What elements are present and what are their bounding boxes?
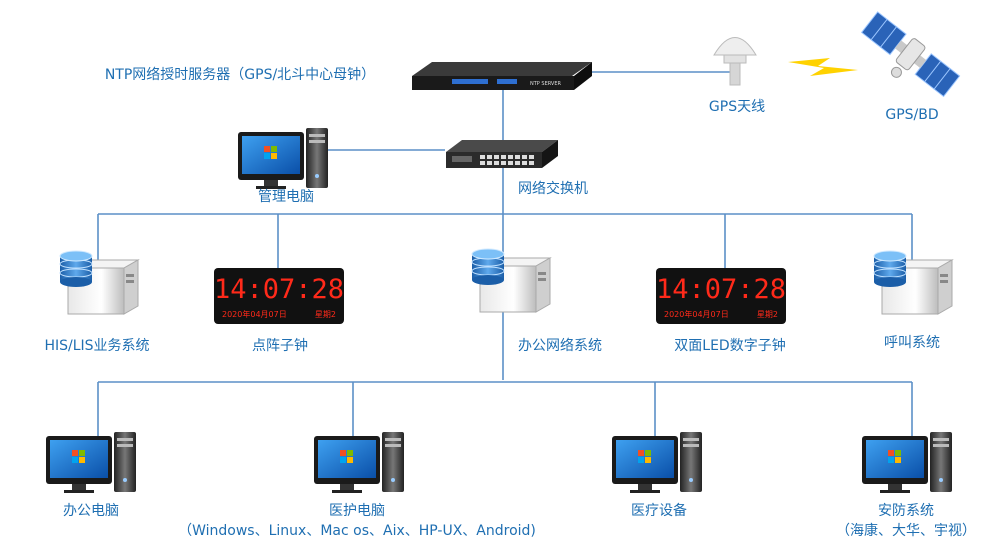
clock-time: 14:07:28: [656, 274, 786, 305]
desktop-pc-icon: [238, 128, 328, 189]
desktop-pc-icon: [46, 432, 136, 493]
server-panel-text: NTP SERVER: [530, 81, 562, 87]
clock-date: 2020年04月07日: [664, 309, 729, 319]
gps-antenna-label: GPS天线: [709, 98, 765, 116]
satellite-icon: [852, 10, 960, 108]
medical-equipment-label: 医疗设备: [631, 502, 687, 520]
gps-bd-label: GPS/BD: [885, 106, 938, 124]
office-pc-label: 办公电脑: [63, 502, 119, 520]
clock-time: 14:07:28: [214, 274, 344, 305]
led-clock-label: 双面LED数字子钟: [674, 337, 785, 355]
database-server-icon: [60, 251, 138, 314]
server-rack-icon: NTP SERVER: [412, 62, 592, 90]
led-clock-icon: 14:07:28 2020年04月07日 星期2: [214, 268, 344, 324]
clock-date: 2020年04月07日: [222, 309, 287, 319]
his-lis-label: HIS/LIS业务系统: [44, 337, 149, 355]
medical-pc-os-label: （Windows、Linux、Mac os、Aix、HP-UX、Android): [178, 522, 536, 540]
desktop-pc-icon: [314, 432, 404, 493]
desktop-pc-icon: [612, 432, 702, 493]
ntp-server-label: NTP网络授时服务器（GPS/北斗中心母钟）: [105, 66, 375, 84]
dot-matrix-clock-label: 点阵子钟: [252, 337, 308, 355]
network-switch-icon: [446, 140, 558, 168]
clock-weekday: 星期2: [757, 310, 778, 319]
security-system-label: 安防系统: [878, 502, 934, 520]
security-brands-label: （海康、大华、宇视）: [836, 522, 976, 540]
medical-pc-label: 医护电脑: [329, 502, 385, 520]
mgmt-pc-label: 管理电脑: [258, 188, 314, 206]
switch-label: 网络交换机: [518, 180, 588, 198]
database-server-icon: [874, 251, 952, 314]
clock-weekday: 星期2: [315, 310, 336, 319]
desktop-pc-icon: [862, 432, 952, 493]
database-server-icon: [472, 249, 550, 312]
led-clock-icon: 14:07:28 2020年04月07日 星期2: [656, 268, 786, 324]
lightning-icon: [788, 58, 858, 76]
connection-lines: [98, 72, 912, 436]
office-network-label: 办公网络系统: [518, 337, 602, 355]
satellite-antenna-icon: [714, 38, 756, 86]
call-system-label: 呼叫系统: [884, 334, 940, 352]
